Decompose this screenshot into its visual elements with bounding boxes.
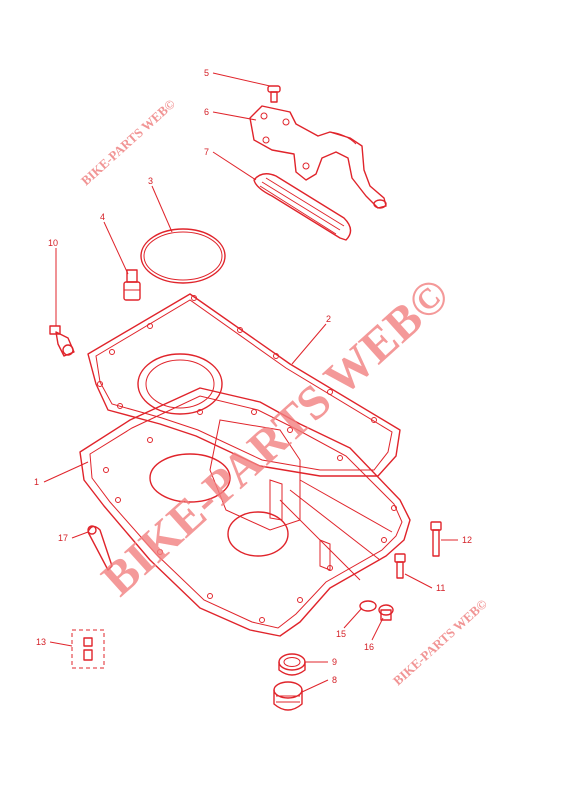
part-6-oil-pickup xyxy=(249,105,387,209)
callout-3: 3 xyxy=(148,176,153,186)
part-12-bolt xyxy=(430,521,442,557)
part-10-sender xyxy=(49,325,75,357)
part-17-clip xyxy=(87,525,113,571)
callout-10: 10 xyxy=(48,238,58,248)
callout-1: 1 xyxy=(34,477,39,487)
part-9-seal xyxy=(278,653,306,676)
part-8-plug xyxy=(273,681,303,711)
watermark-bottom-right: BIKE-PARTS WEB© xyxy=(390,596,490,688)
callout-11: 11 xyxy=(436,583,445,593)
callout-8: 8 xyxy=(332,675,337,685)
part-15-washer xyxy=(359,600,377,612)
callout-13: 13 xyxy=(36,637,46,647)
part-3-o-ring xyxy=(140,228,226,284)
callout-17: 17 xyxy=(58,533,68,543)
callout-15: 15 xyxy=(336,629,346,639)
callout-5: 5 xyxy=(204,68,209,78)
leader-lines xyxy=(43,72,458,693)
watermark-top-left: BIKE-PARTS WEB© xyxy=(78,96,178,188)
callout-9: 9 xyxy=(332,657,337,667)
part-16-drain-plug xyxy=(378,604,394,621)
part-1-sump xyxy=(79,353,411,637)
callout-numbers: 5 6 7 3 4 10 2 1 17 12 11 15 16 9 8 13 xyxy=(34,68,472,685)
callout-4: 4 xyxy=(100,212,105,222)
part-4-fitting xyxy=(123,269,141,301)
callout-2: 2 xyxy=(326,314,331,324)
part-2-gasket xyxy=(87,293,401,477)
callout-16: 16 xyxy=(364,642,374,652)
part-11-bolt xyxy=(394,553,406,579)
callout-7: 7 xyxy=(204,147,209,157)
part-7-strainer xyxy=(253,173,352,241)
part-13-stud-kit xyxy=(71,629,105,669)
callout-12: 12 xyxy=(462,535,472,545)
part-5-bolt xyxy=(267,85,281,103)
callout-6: 6 xyxy=(204,107,209,117)
